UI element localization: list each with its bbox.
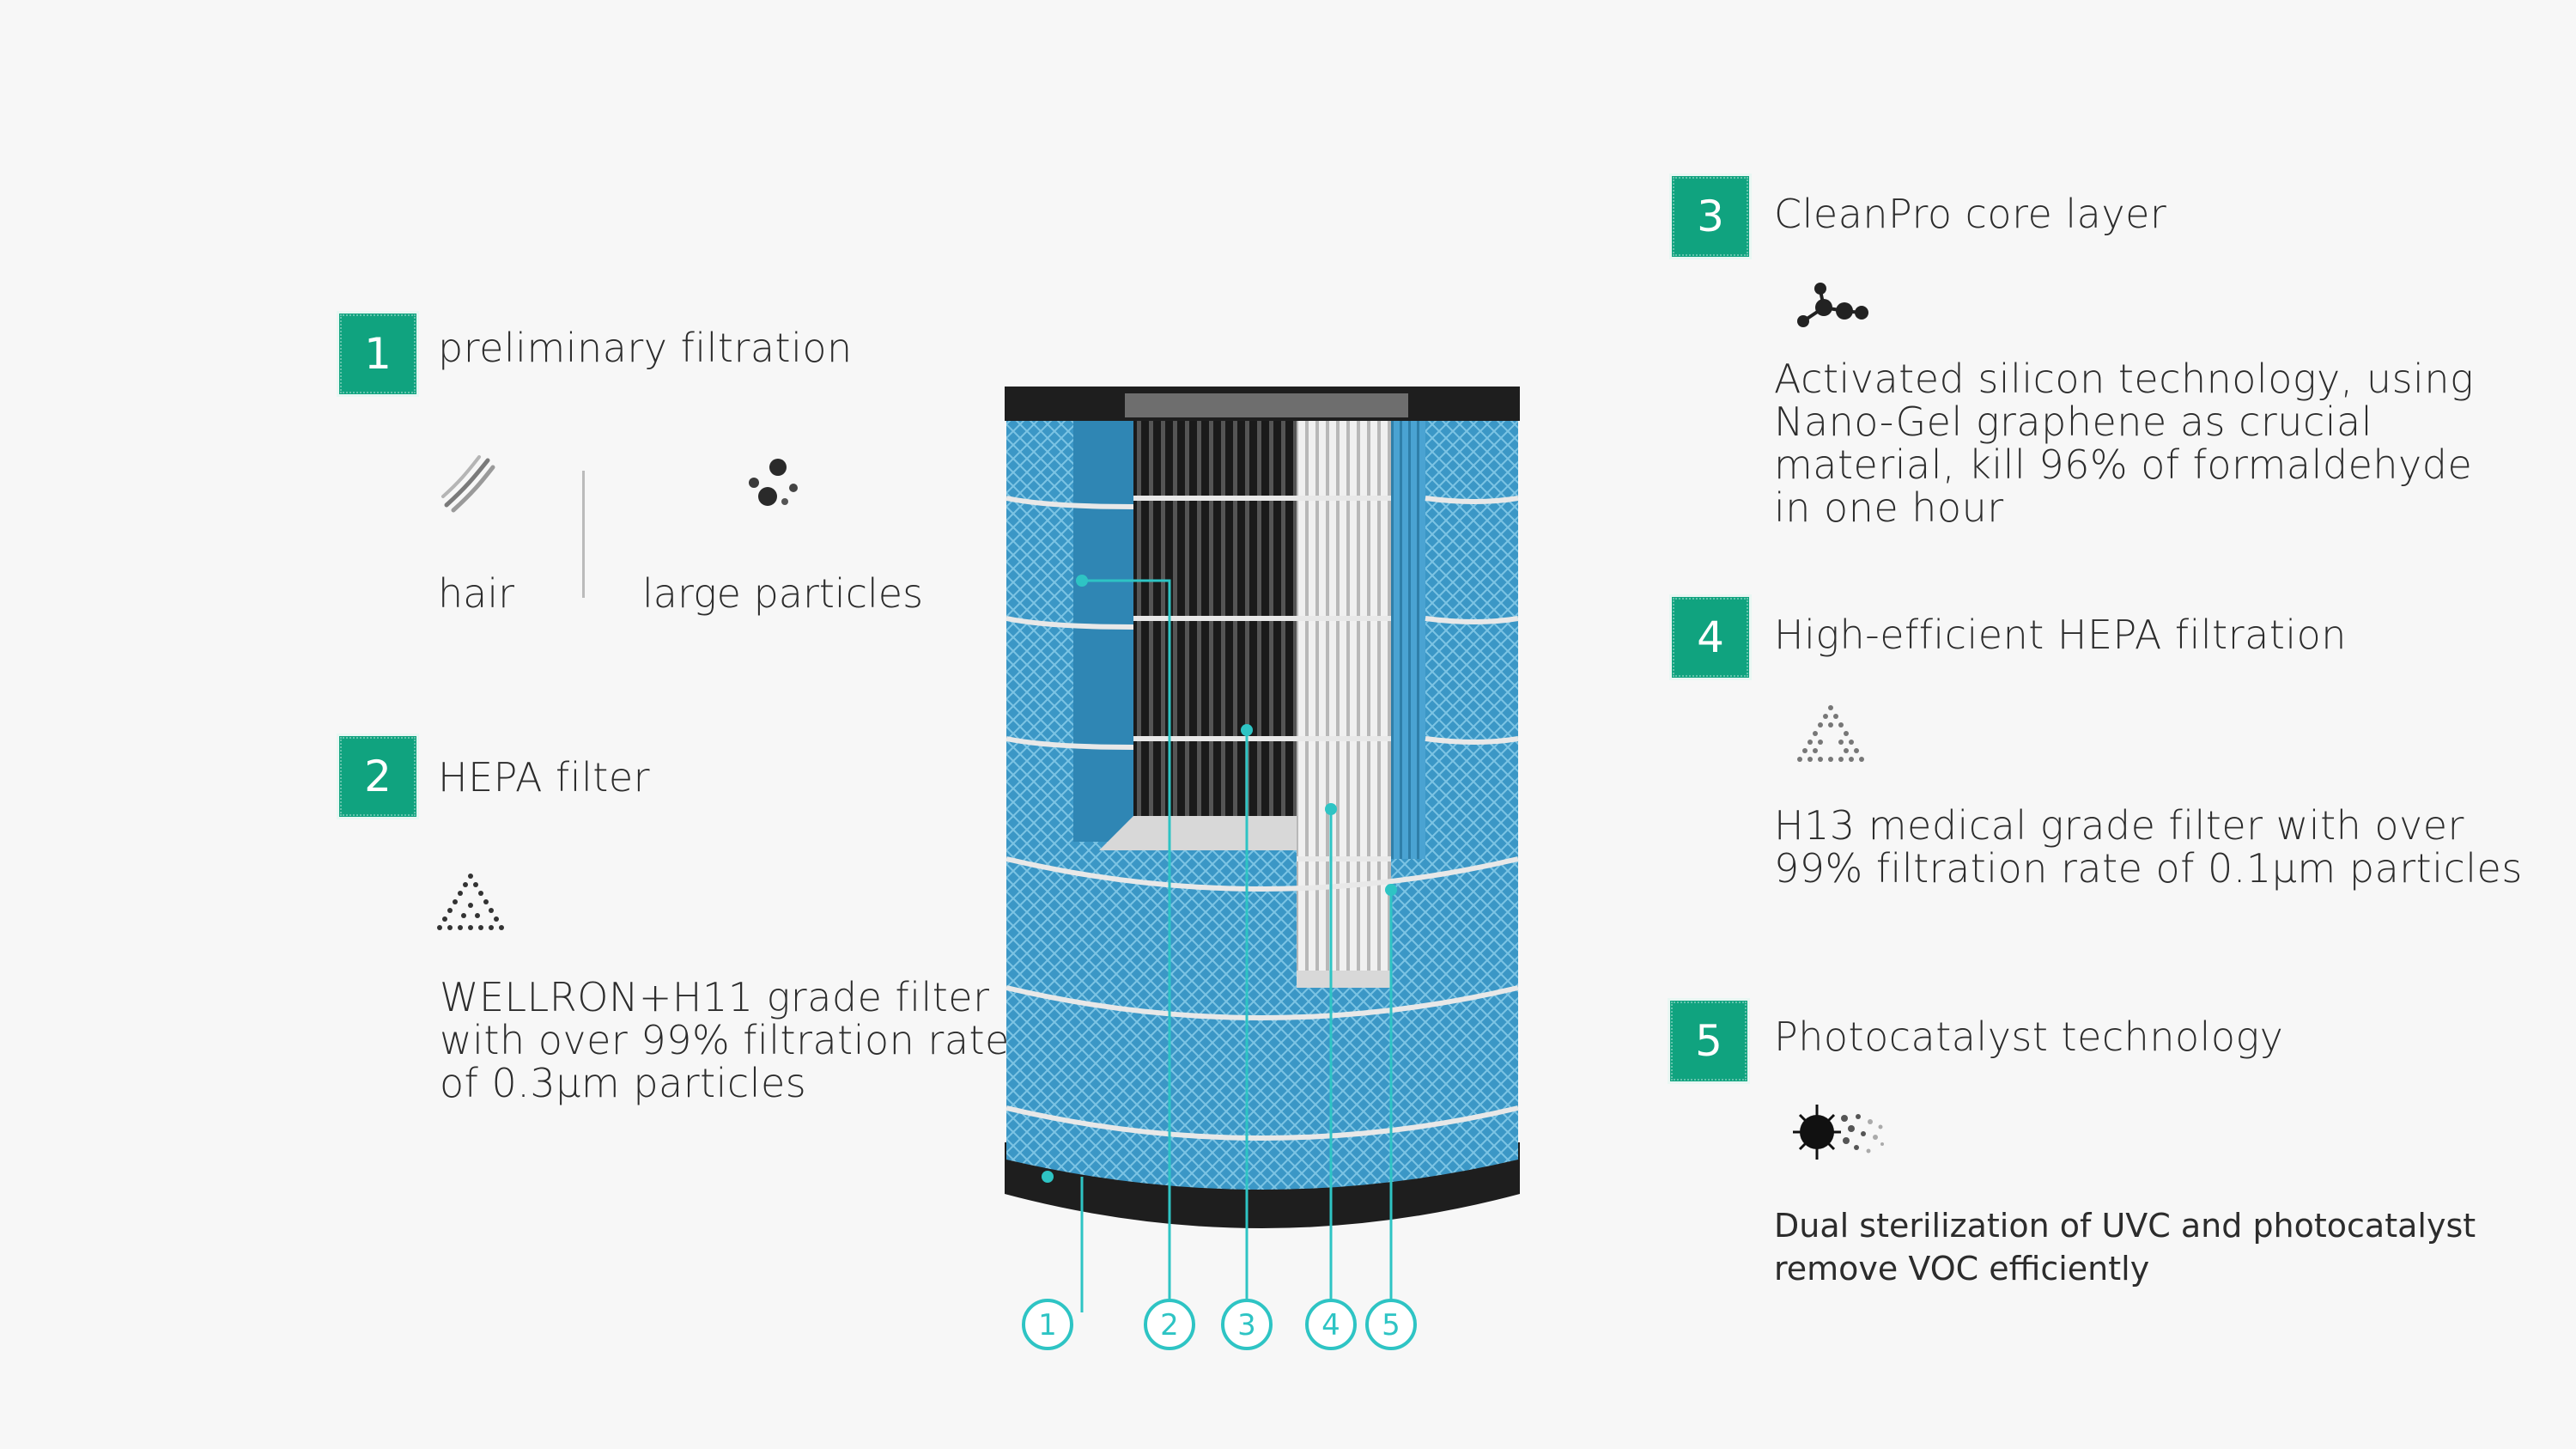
retaining-bands [1005, 496, 1519, 1141]
section-5-title: Photocatalyst technology [1774, 1014, 2284, 1060]
section-3-description: Activated silicon technology, using Nano… [1774, 356, 2475, 531]
large-particles-label: large particles [642, 570, 924, 617]
hair-icon [441, 455, 495, 513]
section-4-title: High-efficient HEPA filtration [1774, 612, 2347, 658]
virus-icon [1793, 1105, 1884, 1160]
molecule-icon [1797, 283, 1868, 327]
callout-5 [1365, 1299, 1417, 1350]
hair-label: hair [438, 570, 515, 617]
section-3-title: CleanPro core layer [1774, 191, 2167, 237]
section-2-description: WELLRON+H11 grade filter with over 99% f… [440, 974, 1010, 1106]
pre-filter-edge [1073, 395, 1133, 842]
divider [582, 471, 585, 598]
filter-cutaway-diagram: 1 2 3 4 5 [1005, 387, 1520, 1350]
callout-4 [1305, 1299, 1357, 1350]
hepa-filtration-icon [1797, 705, 1864, 762]
particles-icon [749, 459, 798, 506]
outer-mesh-right [1425, 395, 1518, 859]
callout-2 [1144, 1299, 1195, 1350]
callout-1-label: 1 [1038, 1308, 1057, 1342]
callout-3 [1221, 1299, 1273, 1350]
section-4-badge: 4 [1669, 594, 1752, 680]
callout-1 [1022, 1299, 1073, 1350]
section-2-badge: 2 [337, 734, 419, 819]
hepa-filter-icon [437, 874, 504, 930]
section-3-badge: 3 [1669, 174, 1752, 259]
callout-2-label: 2 [1160, 1308, 1179, 1342]
callout-5-label: 5 [1382, 1308, 1400, 1342]
core-pleats [1297, 395, 1391, 988]
photocatalyst-layer [1391, 395, 1425, 859]
section-4-description: H13 medical grade filter with over 99% f… [1774, 802, 2523, 892]
leader-2 [1082, 579, 1171, 1312]
section-2-title: HEPA filter [438, 754, 651, 801]
section-5-badge: 5 [1668, 998, 1750, 1084]
section-1-badge: 1 [337, 311, 419, 397]
hepa-pleats [1133, 395, 1297, 816]
callout-3-label: 3 [1237, 1308, 1256, 1342]
callout-4-label: 4 [1321, 1308, 1340, 1342]
section-5-description: Dual sterilization of UVC and photocatal… [1774, 1207, 2476, 1288]
section-1-title: preliminary filtration [438, 325, 853, 371]
